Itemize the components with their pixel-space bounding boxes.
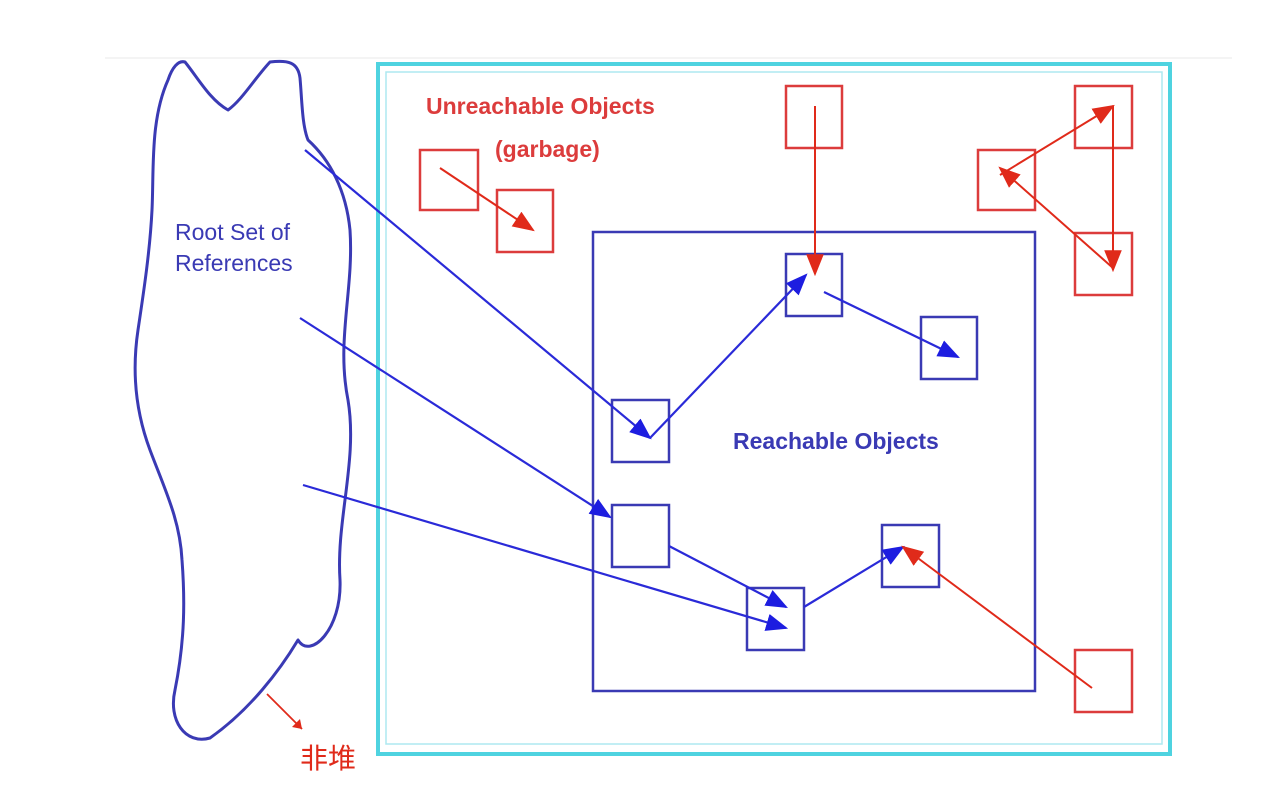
reachable-object — [610, 398, 671, 464]
heap-border — [376, 62, 1172, 756]
garbage-object — [976, 148, 1037, 212]
root-reference-arrow — [302, 483, 789, 631]
reachable-object — [880, 523, 941, 589]
garbage-object — [418, 148, 480, 212]
unreachable-references — [439, 104, 1122, 689]
annotation-arrow-head — [292, 719, 302, 729]
unreachable-label-line2: (garbage) — [495, 136, 600, 162]
garbage-reference-arrow — [999, 104, 1115, 176]
garbage-object — [1073, 84, 1134, 150]
reference-arrow — [823, 291, 960, 358]
root-set-label-line1: Root Set of — [175, 219, 291, 245]
garbage-reference-arrow — [901, 545, 1093, 689]
reference-arrow — [649, 273, 808, 439]
reachable-label: Reachable Objects — [733, 428, 939, 454]
garbage-object — [1073, 648, 1134, 714]
root-set-label-line2: References — [175, 250, 293, 276]
garbage-object — [495, 188, 555, 254]
reachable-object — [919, 315, 979, 381]
unreachable-label-line1: Unreachable Objects — [426, 93, 655, 119]
root-set-blob — [133, 59, 353, 741]
garbage-reference-arrow — [439, 167, 535, 232]
reachable-object — [610, 503, 671, 569]
root-reference-arrow — [304, 149, 652, 440]
reachable-object — [745, 586, 806, 652]
garbage-reference-arrow — [998, 166, 1114, 269]
unreachable-objects — [418, 84, 1134, 714]
non-heap-label: 非堆 — [300, 742, 356, 775]
reference-arrow — [803, 545, 905, 608]
garbage-object — [1073, 231, 1134, 297]
root-reference-arrow — [299, 317, 612, 519]
reachable-references — [299, 149, 960, 631]
reference-arrow — [668, 545, 788, 609]
